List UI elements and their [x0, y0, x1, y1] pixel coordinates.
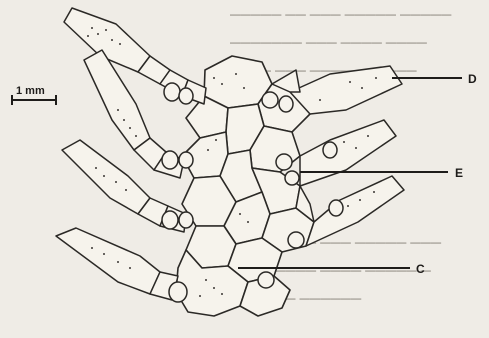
arm-right-lower	[296, 176, 404, 246]
label-e: E	[455, 166, 463, 180]
scale-bar-label: 1 mm	[16, 85, 45, 97]
label-d-group: D	[392, 72, 477, 86]
label-d: D	[468, 72, 477, 86]
label-c: C	[416, 262, 425, 276]
arm-lower-left	[56, 228, 178, 300]
arm-right-upper	[300, 120, 396, 186]
scale-bar: 1 mm	[12, 85, 56, 105]
